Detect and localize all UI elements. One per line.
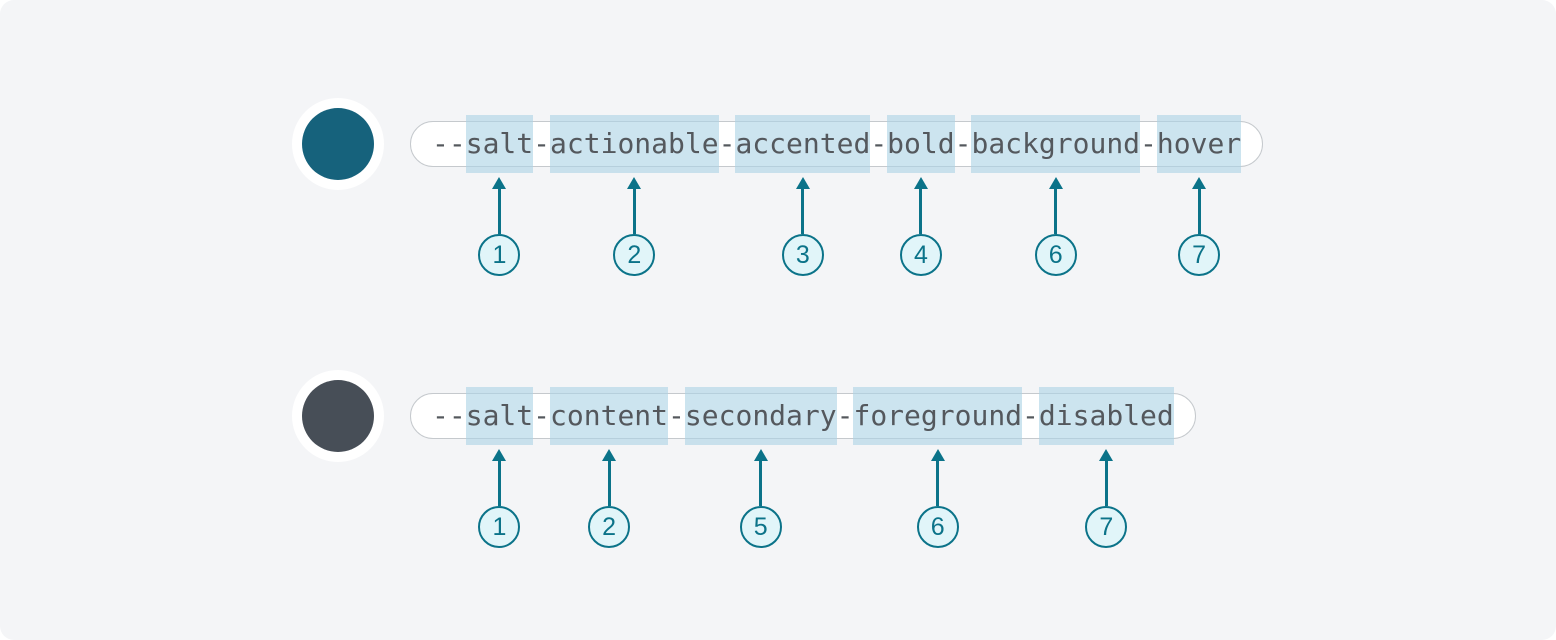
arrow-up-icon (492, 177, 507, 189)
segment-callout: 4 (899, 177, 942, 276)
segment-callout: 1 (478, 449, 521, 548)
token-segment-background: background (971, 115, 1141, 173)
token-prefix: -- (432, 127, 466, 160)
segment-number-badge: 6 (916, 506, 959, 548)
segment-callout: 7 (1178, 177, 1221, 276)
segment-number-badge: 4 (899, 234, 942, 276)
token-separator: - (870, 127, 888, 160)
arrow-up-icon (627, 177, 642, 189)
segment-number-badge: 3 (781, 234, 824, 276)
arrow-stem (919, 189, 923, 234)
arrow-stem (1104, 461, 1108, 506)
arrow-stem (1054, 189, 1058, 234)
segment-callout: 2 (588, 449, 631, 548)
arrow-stem (497, 189, 501, 234)
segment-callout: 1 (478, 177, 521, 276)
token-separator: - (1022, 399, 1039, 432)
token-prefix: -- (432, 399, 466, 432)
token-separator: - (718, 127, 736, 160)
segment-callout: 2 (613, 177, 656, 276)
token-separator: - (954, 127, 972, 160)
arrow-stem (759, 461, 763, 506)
segment-number-badge: 1 (478, 234, 521, 276)
token-separator: - (668, 399, 685, 432)
arrow-stem (497, 461, 501, 506)
token-separator: - (533, 399, 551, 432)
segment-number-badge: 6 (1034, 234, 1077, 276)
token-segment-salt: salt (465, 115, 534, 173)
segment-number-badge: 7 (1085, 506, 1128, 548)
segment-number-badge: 2 (588, 506, 631, 548)
token-segment-hover: hover (1156, 115, 1242, 173)
segment-callout: 6 (916, 449, 959, 548)
arrow-up-icon (1048, 177, 1063, 189)
color-swatch-ring (292, 370, 384, 462)
arrow-up-icon (753, 449, 768, 461)
token-segment-disabled: disabled (1038, 387, 1174, 445)
token-separator: - (533, 127, 551, 160)
arrow-up-icon (492, 449, 507, 461)
segment-number-badge: 7 (1178, 234, 1221, 276)
color-swatch-ring (292, 98, 384, 190)
arrow-up-icon (795, 177, 810, 189)
segment-callout: 7 (1085, 449, 1128, 548)
token-segment-secondary: secondary (684, 387, 837, 445)
arrow-up-icon (1099, 449, 1114, 461)
segment-callout: 6 (1034, 177, 1077, 276)
arrow-up-icon (913, 177, 928, 189)
token-separator: - (1140, 127, 1157, 160)
segment-callout: 5 (739, 449, 782, 548)
color-swatch (302, 108, 374, 180)
token-segment-actionable: actionable (550, 115, 719, 173)
arrow-stem (632, 189, 636, 234)
token-pill: --salt-actionable-accented-bold-backgrou… (410, 115, 1264, 173)
arrow-stem (607, 461, 611, 506)
color-swatch (302, 380, 374, 452)
arrow-up-icon (602, 449, 617, 461)
segment-number-badge: 5 (739, 506, 782, 548)
arrow-stem (936, 461, 940, 506)
arrow-up-icon (1192, 177, 1207, 189)
arrow-stem (1197, 189, 1201, 234)
segment-number-badge: 2 (613, 234, 656, 276)
token-segment-foreground: foreground (853, 387, 1023, 445)
arrow-stem (801, 189, 805, 234)
token-segment-salt: salt (465, 387, 534, 445)
token-separator: - (836, 399, 854, 432)
segment-callout: 3 (781, 177, 824, 276)
segment-number-badge: 1 (478, 506, 521, 548)
token-pill: --salt-content-secondary-foreground-disa… (410, 387, 1196, 445)
arrow-up-icon (930, 449, 945, 461)
token-segment-content: content (550, 387, 669, 445)
token-segment-bold: bold (887, 115, 955, 173)
token-segment-accented: accented (735, 115, 871, 173)
